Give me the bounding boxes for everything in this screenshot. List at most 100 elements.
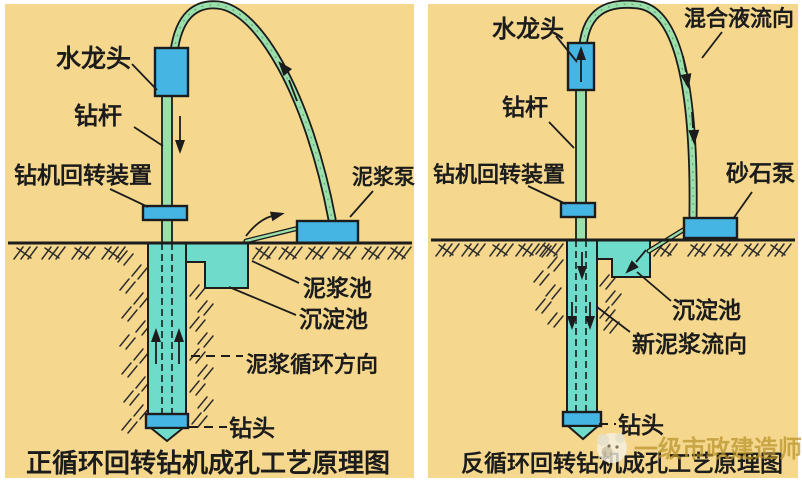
label-circulation-direction: 泥浆循环方向 [246, 352, 378, 377]
leader-sand-pump [732, 191, 753, 220]
soil-hatch-mark [133, 348, 144, 361]
soil-hatch-mark [387, 246, 398, 260]
soil-hatch-mark [195, 319, 206, 332]
soil-hatch-mark [135, 376, 146, 389]
soil-hatch-mark [716, 244, 732, 256]
soil-hatch-mark [522, 243, 533, 257]
soil-hatch-mark [539, 273, 550, 286]
label-drill-bit: 钻头 [229, 415, 275, 441]
soil-hatch-mark [542, 244, 558, 256]
soil-hatch-mark [189, 316, 200, 329]
borehole [147, 242, 187, 416]
soil-hatch-mark [605, 309, 616, 322]
mixture-hose-texture [582, 3, 694, 217]
suction-arrow-tail [245, 215, 273, 237]
soil-hatch-mark [551, 287, 562, 300]
water-swivel [153, 46, 190, 98]
annulus-upflow-arrow [151, 328, 161, 342]
soil-hatch-mark [368, 246, 379, 260]
soil-hatch-mark [546, 243, 557, 257]
soil-hatch-mark [285, 246, 296, 260]
annulus-upflow-arrow2 [174, 328, 184, 342]
downflow-arrow [175, 140, 185, 154]
soil-hatch-mark [611, 293, 622, 306]
soil-hatch-mark [13, 246, 24, 260]
leader-rotary-device [527, 185, 567, 205]
soil-hatch-mark [123, 390, 134, 403]
soil-hatch-mark [547, 256, 558, 269]
soil-hatch-mark [127, 421, 138, 434]
soil-hatch-mark [605, 290, 616, 303]
soil-hatch-mark [101, 246, 112, 260]
soil-hatch-mark [278, 246, 289, 260]
soil-hatch-mark [713, 243, 724, 257]
soil-hatch-mark [127, 309, 138, 322]
label-drill-bit: 钻头 [618, 412, 664, 438]
rotary-device [559, 201, 597, 219]
new-mud-arrow3 [585, 316, 595, 330]
soil-hatch-mark [133, 292, 144, 305]
soil-hatch-mark [189, 348, 200, 361]
soil-hatch-mark [203, 303, 214, 316]
soil-hatch-mark [125, 281, 136, 294]
soil-hatch-mark [339, 246, 350, 260]
soil-hatch-mark [492, 244, 508, 256]
soil-hatch-mark [197, 332, 208, 345]
soil-hatch-mark [74, 247, 90, 259]
soil-hatch-mark [774, 243, 785, 257]
soil-hatch-mark [44, 247, 60, 259]
soil-hatch-mark [20, 246, 31, 260]
soil-hatch-mark [361, 246, 372, 260]
mud-pump [295, 219, 360, 245]
soil-hatch-mark [137, 267, 148, 280]
swivel-upflow-arrow [576, 46, 586, 60]
leader-new-mud-flow [596, 306, 631, 333]
soil-hatch-mark [539, 243, 550, 257]
soil-hatch-mark [547, 312, 558, 325]
soil-hatch-mark [553, 315, 564, 328]
label-mud-pool: 泥浆池 [303, 275, 372, 301]
soil-hatch-mark [744, 244, 760, 256]
soil-hatch-mark [312, 246, 323, 260]
soil-hatch-mark [16, 247, 32, 259]
soil-hatch-mark [720, 243, 731, 257]
soil-hatch-mark [123, 253, 134, 266]
watermark-text: 一级市政建造师 [634, 435, 802, 463]
soil-hatch-mark [464, 244, 480, 256]
soil-hatch-mark [104, 247, 120, 259]
label-mud-pump: 泥浆泵 [352, 165, 415, 189]
mixture-arrow2-tail [691, 111, 694, 129]
soil-hatch-mark [489, 243, 500, 257]
label-rotary-device: 钻机回转装置 [14, 162, 152, 188]
soil-hatch-mark [125, 337, 136, 350]
left-caption: 正循环回转钻机成孔工艺原理图 [26, 448, 390, 478]
soil-hatch-mark [605, 277, 616, 290]
soil-hatch-mark [468, 243, 479, 257]
label-rotary-device: 钻机回转装置 [433, 162, 565, 187]
label-sedimentation-pool: 沉淀池 [299, 306, 368, 332]
soil-hatch-mark [195, 287, 206, 300]
mixture-arrow2 [688, 129, 700, 145]
soil-hatch-mark [308, 247, 324, 259]
soil-hatch-mark [599, 274, 610, 287]
soil-hatch-mark [660, 243, 671, 257]
soil-hatch-mark [135, 320, 146, 333]
soil-hatch-mark [535, 242, 546, 255]
leader-mud-pump [349, 190, 374, 218]
soil-hatch-mark [127, 365, 138, 378]
new-mud-arrow1 [577, 266, 587, 280]
soil-hatch-mark [533, 270, 544, 283]
pit-discharge-arrow [625, 260, 639, 274]
leader-sedimentation-pool [228, 286, 297, 316]
soil-hatch-mark [189, 380, 200, 393]
soil-hatch-mark [305, 246, 316, 260]
drill-bit-body [144, 412, 190, 430]
leader-sedimentation-pool [636, 271, 672, 302]
soil-hatch-mark [197, 300, 208, 313]
soil-hatch-mark [252, 246, 263, 260]
label-swivel: 水龙头 [492, 16, 564, 43]
soil-hatch-mark [255, 247, 271, 259]
soil-hatch-mark [119, 334, 130, 347]
soil-hatch-mark [518, 244, 534, 256]
label-mixture-flow: 混合液流向 [684, 6, 794, 31]
